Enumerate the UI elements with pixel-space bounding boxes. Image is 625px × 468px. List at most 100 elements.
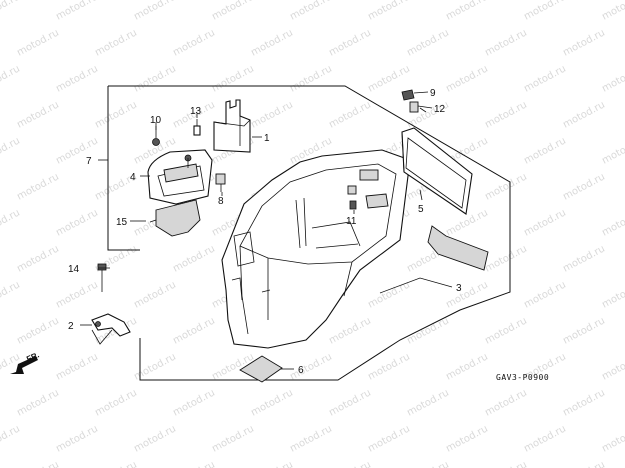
- watermark-text: motod.ru: [132, 279, 178, 310]
- watermark-text: motod.ru: [0, 135, 22, 166]
- watermark-text: motod.ru: [93, 459, 139, 468]
- watermark-text: motod.ru: [327, 27, 373, 58]
- front-direction-indicator: FR.: [10, 350, 41, 374]
- watermark-text: motod.ru: [600, 63, 625, 94]
- watermark-text: motod.ru: [405, 387, 451, 418]
- watermark-text: motod.ru: [0, 0, 22, 23]
- watermark-text: motod.ru: [561, 459, 607, 468]
- callout-11: 11: [346, 216, 357, 227]
- watermark-text: motod.ru: [15, 459, 61, 468]
- watermark-text: motod.ru: [0, 207, 22, 238]
- arrow-down-left-icon: [10, 356, 38, 374]
- callout-2: 2: [68, 321, 74, 332]
- callout-12: 12: [434, 104, 446, 115]
- watermark-text: motod.ru: [54, 135, 100, 166]
- watermark-text: motod.ru: [600, 279, 625, 310]
- assembly-outline: [107, 85, 511, 381]
- watermark-text: motod.ru: [405, 459, 451, 468]
- part-strip: [427, 225, 489, 271]
- callout-7: 7: [86, 156, 92, 167]
- callout-3: 3: [456, 283, 462, 294]
- watermark-text: motod.ru: [15, 243, 61, 274]
- watermark-text: motod.ru: [366, 279, 412, 310]
- watermark-text: motod.ru: [327, 99, 373, 130]
- watermark-text: motod.ru: [249, 387, 295, 418]
- watermark-text: motod.ru: [444, 207, 490, 238]
- watermark-text: motod.ru: [54, 63, 100, 94]
- watermark-text: motod.ru: [522, 423, 568, 454]
- callout-5: 5: [418, 204, 424, 215]
- watermark-text: motod.ru: [561, 27, 607, 58]
- watermark-text: motod.ru: [288, 0, 334, 23]
- watermark-text: motod.ru: [93, 387, 139, 418]
- watermark-text: motod.ru: [171, 315, 217, 346]
- watermark-text: motod.ru: [249, 27, 295, 58]
- watermark-text: motod.ru: [288, 423, 334, 454]
- part-seal: [149, 199, 201, 237]
- direction-label: FR.: [25, 350, 40, 363]
- watermark-text: motod.ru: [522, 63, 568, 94]
- watermark-text: motod.ru: [444, 279, 490, 310]
- watermark-text: motod.ru: [93, 99, 139, 130]
- callout-13: 13: [190, 106, 202, 117]
- watermark-text: motod.ru: [288, 63, 334, 94]
- callout-15: 15: [116, 217, 128, 228]
- watermark-text: motod.ru: [327, 459, 373, 468]
- watermark-text: motod.ru: [483, 459, 529, 468]
- watermark-text: motod.ru: [366, 423, 412, 454]
- watermark-text: motod.ru: [249, 459, 295, 468]
- watermark-text: motod.ru: [561, 315, 607, 346]
- callout-10: 10: [150, 115, 162, 126]
- watermark-text: motod.ru: [171, 27, 217, 58]
- watermark-text: motod.ru: [483, 99, 529, 130]
- watermark-text: motod.ru: [0, 423, 22, 454]
- watermark-text: motod.ru: [54, 279, 100, 310]
- watermark-text: motod.ru: [210, 63, 256, 94]
- part-screw-13: [193, 119, 201, 136]
- watermark-text: motod.ru: [522, 0, 568, 23]
- watermark-text: motod.ru: [444, 423, 490, 454]
- part-nut-12: [409, 101, 433, 113]
- callout-9: 9: [430, 88, 436, 99]
- callout-1: 1: [264, 133, 270, 144]
- watermark-text: motod.ru: [327, 387, 373, 418]
- watermark-text: motod.ru: [0, 63, 22, 94]
- callout-8: 8: [218, 196, 224, 207]
- part-bolt-9: [401, 89, 429, 101]
- watermark-text: motod.ru: [327, 315, 373, 346]
- watermark-text: motod.ru: [366, 63, 412, 94]
- part-bolt-14: [97, 263, 107, 292]
- watermark-text: motod.ru: [171, 387, 217, 418]
- watermark-text: motod.ru: [54, 351, 100, 382]
- watermark-text: motod.ru: [15, 27, 61, 58]
- watermark-text: motod.ru: [483, 243, 529, 274]
- part-clamp: [91, 313, 131, 337]
- watermark-text: motod.ru: [0, 279, 22, 310]
- part-clip-8: [215, 173, 226, 192]
- callout-labels: 1 2 3 4 5 6 7 8 9 10 11 12 13 14 15: [68, 88, 462, 376]
- watermark-text: motod.ru: [600, 351, 625, 382]
- watermark-text: motod.ru: [132, 63, 178, 94]
- watermark-text: motod.ru: [444, 63, 490, 94]
- watermark-text: motod.ru: [483, 315, 529, 346]
- part-pad: [239, 355, 283, 383]
- watermark-text: motod.ru: [600, 423, 625, 454]
- watermark-text: motod.ru: [15, 171, 61, 202]
- watermark-text: motod.ru: [522, 279, 568, 310]
- watermark-text: motod.ru: [522, 207, 568, 238]
- watermark-text: motod.ru: [54, 207, 100, 238]
- watermark-text: motod.ru: [483, 171, 529, 202]
- watermark-text: motod.ru: [405, 315, 451, 346]
- watermark-text: motod.ru: [171, 243, 217, 274]
- watermark-text: motod.ru: [444, 351, 490, 382]
- watermark-text: motod.ru: [249, 99, 295, 130]
- watermark-text: motod.ru: [210, 0, 256, 23]
- part-lid: [147, 149, 213, 205]
- watermark-text: motod.ru: [561, 99, 607, 130]
- watermark-text: motod.ru: [210, 423, 256, 454]
- watermark-text: motod.ru: [483, 27, 529, 58]
- watermark-text: motod.ru: [561, 243, 607, 274]
- callout-6: 6: [298, 365, 304, 376]
- watermark-text: motod.ru: [15, 99, 61, 130]
